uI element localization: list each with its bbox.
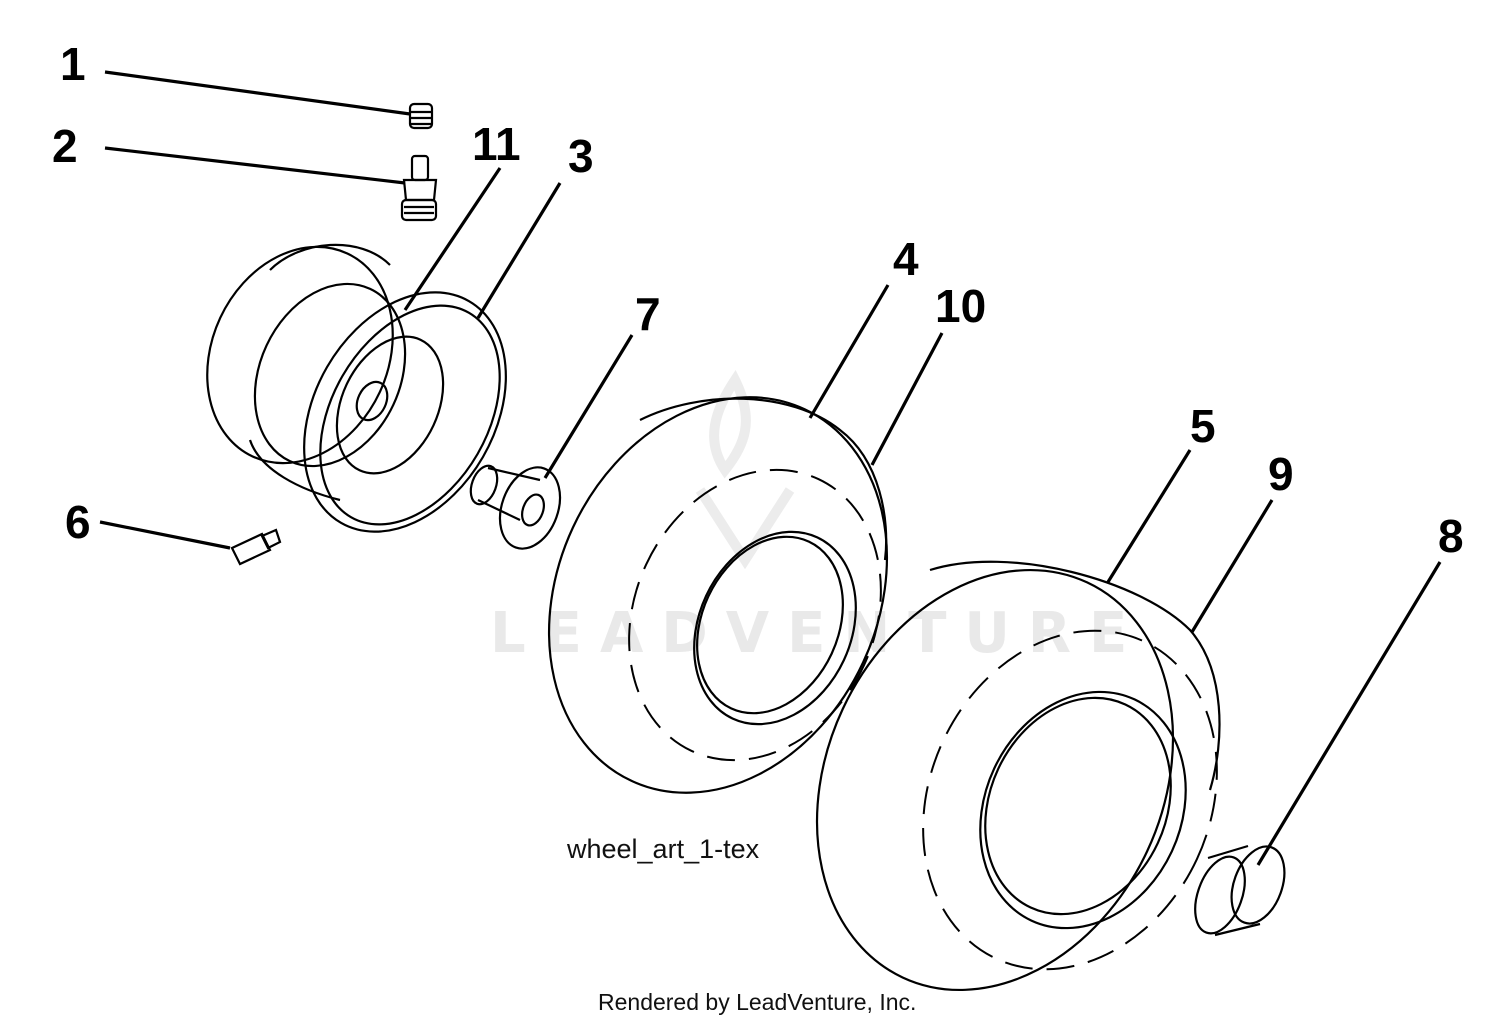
leader-7	[543, 334, 634, 479]
watermark: LEADVENTURE	[490, 370, 1145, 666]
leader-5	[1106, 449, 1192, 583]
leader-4	[808, 284, 890, 419]
part-4-tire	[547, 396, 889, 794]
callout-3: 3	[568, 130, 594, 182]
callout-numbers: 1 2 3 4 5 6 7 8 9 10 11	[52, 38, 1464, 562]
leader-9	[1190, 499, 1274, 633]
leader-1	[104, 70, 411, 116]
leader-10	[870, 332, 944, 466]
watermark-text: LEADVENTURE	[490, 601, 1145, 666]
diagram-caption: wheel_art_1-tex	[566, 834, 760, 864]
callout-1: 1	[60, 38, 86, 90]
part-3-rim	[206, 243, 507, 533]
leader-11	[403, 167, 502, 311]
leader-3	[476, 182, 562, 319]
watermark-logo-icon	[695, 370, 795, 570]
part-7-bushing	[469, 464, 562, 550]
leader-2	[104, 146, 406, 185]
callout-7: 7	[635, 288, 661, 340]
callout-5: 5	[1190, 400, 1216, 452]
part-1-valve-cap	[408, 102, 434, 130]
callout-11: 11	[472, 118, 521, 170]
callout-8: 8	[1438, 510, 1464, 562]
leader-lines	[99, 70, 1442, 866]
callout-10: 10	[935, 280, 986, 332]
callout-2: 2	[52, 120, 78, 172]
leader-8	[1256, 561, 1442, 866]
callout-9: 9	[1268, 448, 1294, 500]
callout-4: 4	[893, 233, 919, 285]
part-6-bolt	[230, 528, 282, 566]
part-5-tire	[815, 560, 1221, 992]
footer-credit: Rendered by LeadVenture, Inc.	[598, 989, 916, 1015]
part-8-cap	[1194, 844, 1286, 937]
callout-6: 6	[65, 496, 91, 548]
part-2-valve-stem	[400, 154, 438, 222]
leader-6	[99, 520, 231, 550]
